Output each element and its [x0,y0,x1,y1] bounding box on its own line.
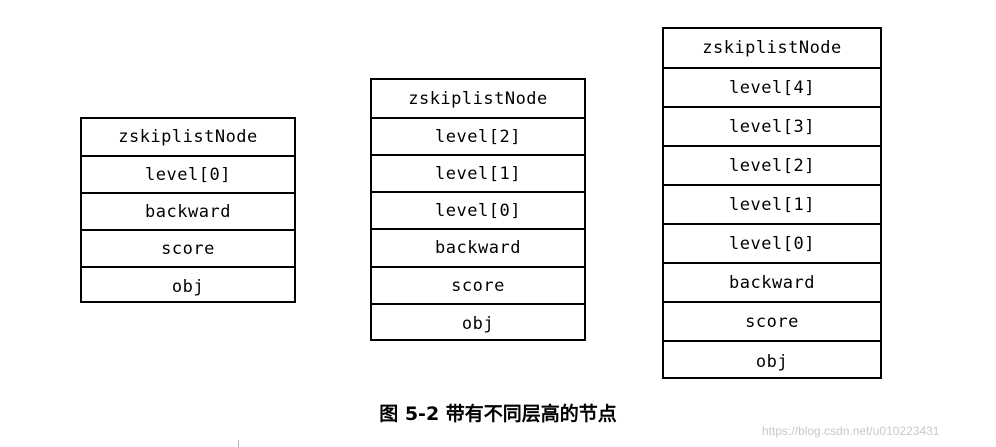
node-row: level[4] [664,69,880,108]
node-row: level[1] [372,156,584,193]
zskiplist-node-3-level: zskiplistNode level[2] level[1] level[0]… [370,78,586,341]
zskiplist-node-1-level: zskiplistNode level[0] backward score ob… [80,117,296,303]
figure-caption: 图 5-2 带有不同层高的节点 [379,403,617,425]
node-row: backward [664,264,880,303]
node-row: level[0] [82,157,294,194]
node-row: backward [372,230,584,268]
node-row: zskiplistNode [372,80,584,119]
node-row: score [82,231,294,268]
node-row: obj [755,351,789,372]
node-row: level[0] [664,225,880,264]
node-row: obj [461,314,495,334]
node-row: level[2] [372,119,584,156]
node-row: level[3] [664,108,880,147]
node-row: score [664,303,880,342]
page-tick-mark [238,440,239,447]
node-row: zskiplistNode [82,119,294,157]
node-row: zskiplistNode [664,29,880,69]
node-row: obj [171,276,205,297]
node-row: level[2] [664,147,880,186]
node-row: backward [82,194,294,231]
zskiplist-node-5-level: zskiplistNode level[4] level[3] level[2]… [662,27,882,379]
node-row: score [372,268,584,305]
node-row: level[0] [372,193,584,230]
node-row: level[1] [664,186,880,225]
watermark-text: https://blog.csdn.net/u010223431 [762,424,940,438]
